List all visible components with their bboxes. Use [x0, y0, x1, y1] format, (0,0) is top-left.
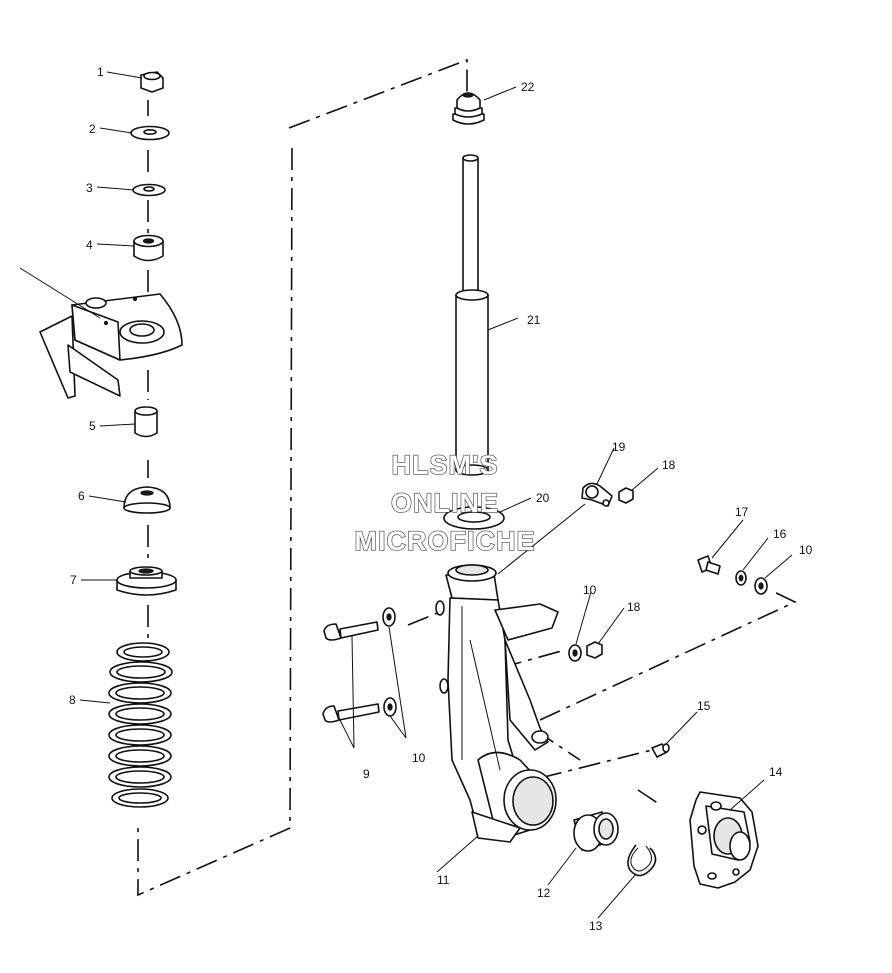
callout-2: 2 [89, 122, 96, 136]
part-washer-20 [443, 506, 505, 530]
part-bolts-9 [322, 621, 380, 723]
callout-8: 8 [69, 693, 76, 707]
callout-16: 16 [773, 527, 787, 541]
watermark-line-1: HLSM'S [392, 450, 499, 480]
callout-7: 7 [70, 573, 77, 587]
part-bump-stop-22 [452, 92, 485, 125]
part-clamp-19 [581, 482, 613, 507]
part-nut-18-upper [618, 487, 634, 504]
part-shock-absorber-21 [455, 154, 489, 476]
part-nut-1 [140, 71, 164, 93]
callout-19: 19 [612, 440, 626, 454]
part-washer-2 [130, 125, 170, 141]
callout-10-right: 10 [799, 543, 813, 557]
watermark-line-2: ONLINE [391, 488, 499, 518]
callout-leader-lines [79, 71, 793, 919]
callout-3: 3 [86, 181, 93, 195]
part-bearing-12 [573, 811, 619, 852]
callout-10-left: 10 [412, 751, 426, 765]
part-frame-mount-bracket [19, 267, 183, 399]
callout-4: 4 [86, 238, 93, 252]
part-lock-washer-16 [735, 570, 747, 586]
callout-labels: 1 2 3 4 5 6 7 8 9 10 10 10 11 12 13 14 1… [69, 65, 813, 933]
part-washer-3 [132, 183, 166, 197]
callout-10-mid: 10 [583, 583, 597, 597]
watermark-line-3: MICROFICHE [355, 526, 536, 556]
callout-15: 15 [697, 699, 711, 713]
part-bushing-4 [133, 234, 164, 262]
callout-20: 20 [536, 491, 550, 505]
callout-22: 22 [521, 80, 535, 94]
watermark: HLSM'S ONLINE MICROFICHE [354, 449, 536, 556]
part-washer-10-mid [568, 644, 582, 662]
callout-18-upper: 18 [662, 458, 676, 472]
part-spring-seat-7 [116, 566, 177, 596]
part-spacer-5 [134, 406, 158, 438]
part-bolt-17 [697, 555, 721, 575]
callout-11: 11 [437, 873, 450, 887]
part-nut-18-mid [586, 641, 603, 659]
part-washers-10-left [382, 607, 397, 717]
callout-5: 5 [89, 419, 96, 433]
callout-17: 17 [735, 505, 749, 519]
callout-14: 14 [769, 765, 783, 779]
part-snap-ring-13 [627, 844, 657, 877]
callout-18-mid: 18 [627, 600, 641, 614]
callout-12: 12 [537, 886, 551, 900]
callout-9: 9 [363, 767, 370, 781]
callout-21: 21 [527, 313, 541, 327]
part-grease-fitting-15 [651, 743, 670, 758]
callout-1: 1 [97, 65, 104, 79]
part-dome-6 [123, 486, 171, 514]
callout-13: 13 [589, 919, 603, 933]
part-caliper-14 [689, 791, 759, 889]
part-steering-knuckle-11 [435, 564, 559, 843]
part-coil-spring-8 [108, 642, 173, 808]
part-washer-10-right [754, 577, 768, 595]
callout-6: 6 [78, 489, 85, 503]
